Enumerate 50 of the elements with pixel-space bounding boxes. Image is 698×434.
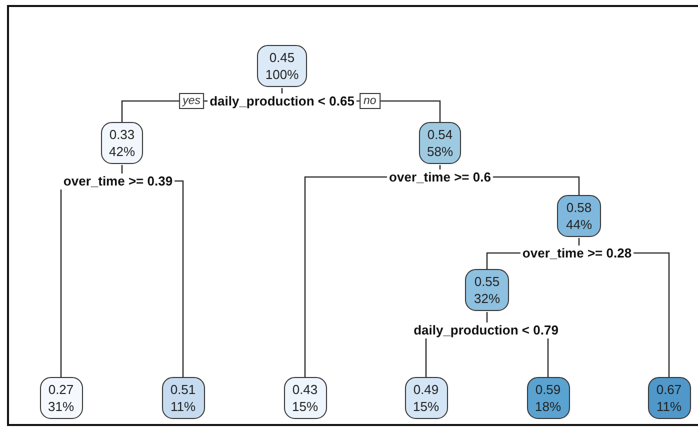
tree-node-box <box>465 269 509 311</box>
node-value: 0.45 <box>269 49 295 66</box>
tree-branch-line <box>492 176 580 195</box>
tree-branch-line <box>60 190 62 377</box>
node-percent: 32% <box>474 290 500 307</box>
tree-node-box <box>404 377 448 419</box>
node-value: 0.67 <box>656 381 682 398</box>
split-rule-label: over_time >= 0.6 <box>389 170 491 184</box>
tree-node-box <box>419 122 461 164</box>
node-value: 0.59 <box>535 381 561 398</box>
split-rule-label: over_time >= 0.39 <box>63 174 173 188</box>
tree-node-box <box>526 377 570 419</box>
tree-node-box <box>257 45 307 87</box>
node-percent: 11% <box>170 398 196 415</box>
branch-label: yes <box>178 93 205 109</box>
tree-node-box <box>284 377 326 419</box>
tree-node-box <box>557 195 601 237</box>
node-percent: 31% <box>48 398 74 415</box>
node-percent: 44% <box>566 216 592 233</box>
tree-branch-line <box>174 180 184 377</box>
tree-branch-line <box>356 100 441 122</box>
tree-node-box <box>162 377 204 419</box>
node-percent: 18% <box>534 398 562 415</box>
node-percent: 100% <box>265 66 299 83</box>
tree-branch-line <box>547 338 549 377</box>
tree-branch-line <box>486 252 520 269</box>
node-percent: 15% <box>412 398 440 415</box>
split-rule-label: over_time >= 0.28 <box>522 246 632 260</box>
tree-branch-line <box>634 252 670 377</box>
node-value: 0.58 <box>566 199 592 216</box>
node-value: 0.55 <box>474 273 500 290</box>
branch-label: no <box>360 93 380 109</box>
tree-branch-line <box>304 176 388 377</box>
tree-node-box <box>40 377 82 419</box>
tree-branch-line <box>425 338 427 377</box>
node-value: 0.43 <box>292 381 318 398</box>
tree-node-box <box>648 377 690 419</box>
node-value: 0.49 <box>413 381 439 398</box>
node-value: 0.51 <box>170 381 196 398</box>
node-percent: 42% <box>108 143 136 160</box>
split-rule-label: daily_production < 0.79 <box>414 322 558 338</box>
node-percent: 11% <box>656 398 682 415</box>
node-value: 0.33 <box>109 126 135 143</box>
node-value: 0.54 <box>427 126 453 143</box>
node-value: 0.27 <box>48 381 74 398</box>
tree-node-box <box>101 122 143 164</box>
node-percent: 58% <box>426 143 454 160</box>
node-percent: 15% <box>292 398 318 415</box>
split-rule-label: daily_production < 0.65 <box>210 94 354 108</box>
tree-branch-line <box>486 312 488 322</box>
